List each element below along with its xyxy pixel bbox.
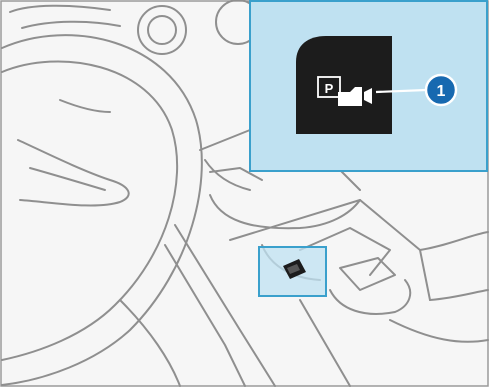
button-label: P [325, 81, 334, 96]
callout-number: 1 [437, 83, 446, 100]
parking-camera-button [296, 36, 392, 134]
console-button-highlight [259, 247, 326, 296]
